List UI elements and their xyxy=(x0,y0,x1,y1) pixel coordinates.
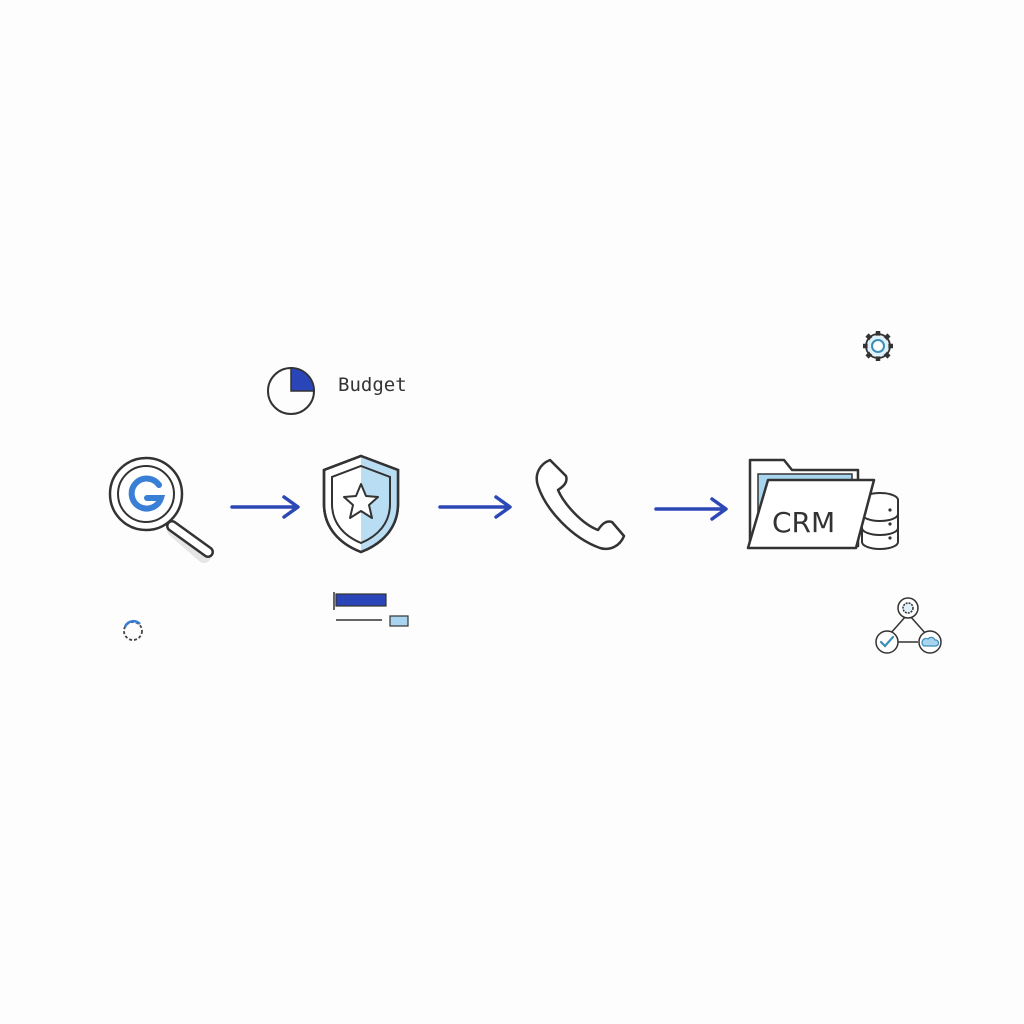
integration-network-icon xyxy=(875,597,942,654)
google-search-magnifier-icon xyxy=(108,456,214,563)
svg-text:CRM: CRM xyxy=(772,506,835,539)
flow-arrow xyxy=(438,495,512,519)
gear-icon xyxy=(863,331,893,361)
budget-label: Budget xyxy=(338,374,407,396)
crm-folder-database-icon: CRM xyxy=(746,458,899,550)
loading-circle-icon xyxy=(123,619,143,641)
shield-star-icon xyxy=(322,454,400,554)
flow-arrow xyxy=(654,497,728,521)
bar-progress-icon xyxy=(333,592,409,627)
flow-arrow xyxy=(230,495,300,519)
phone-handset-icon xyxy=(535,458,626,551)
budget-pie-icon xyxy=(267,367,315,415)
